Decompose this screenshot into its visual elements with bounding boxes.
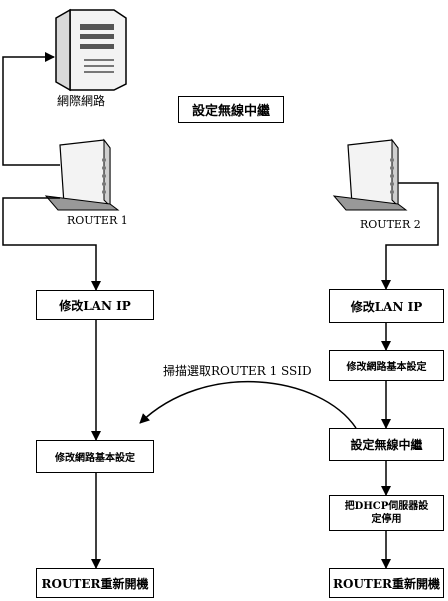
right-step-router-reboot: ROUTER重新開機: [329, 568, 444, 598]
page-title: 設定無線中繼: [178, 96, 284, 123]
router1-to-lan-connector: [2, 197, 101, 291]
scan-curve-arrow: [139, 380, 357, 429]
router2-icon: [332, 138, 408, 211]
right-step-disable-dhcp: 把DHCP伺服器設定停用: [329, 495, 444, 531]
internet-label: 網際網路: [57, 94, 106, 108]
right-step-modify-network-settings: 修改網路基本設定: [329, 350, 444, 381]
left-step-modify-lan-ip: 修改LAN IP: [36, 290, 154, 320]
router2-label: ROUTER 2: [360, 218, 421, 231]
right-step-wireless-relay: 設定無線中繼: [329, 428, 444, 461]
left-step-modify-network-settings: 修改網路基本設定: [36, 440, 154, 473]
scan-ssid-label: 掃描選取ROUTER 1 SSID: [163, 364, 312, 378]
right-step-modify-lan-ip: 修改LAN IP: [329, 289, 444, 323]
router1-icon: [44, 138, 120, 211]
left-step-router-reboot: ROUTER重新開機: [36, 568, 154, 598]
router2-to-lan-connector: [381, 182, 439, 290]
router1-to-internet-connector: [2, 52, 60, 166]
server-icon: [55, 8, 127, 92]
router1-label: ROUTER 1: [67, 214, 128, 227]
